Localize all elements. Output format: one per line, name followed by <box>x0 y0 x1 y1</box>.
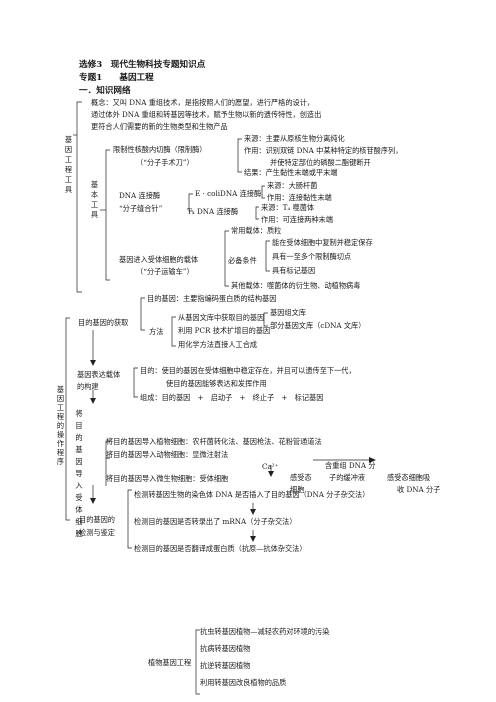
doc-title: 选修3 现代生物科技专题知识点 <box>79 60 206 70</box>
build-name-2: 的构建 <box>77 382 99 391</box>
intro-micro: 将目的基因导入微生物细胞：受体细胞 <box>106 474 229 483</box>
vector-cond-3: 具有标记基因 <box>272 266 316 275</box>
detect-name-2: 检测与鉴定 <box>79 528 115 537</box>
vector-cond-2: 具有一至多个限制酶切点 <box>272 252 352 261</box>
vector-cond-1: 能在受体细胞中复制并稳定保存 <box>272 238 373 247</box>
detect-2: 检测目的基因是否转录出了 mRNA（分子杂交法） <box>134 517 297 526</box>
vector-other: 其他载体：噬菌体的衍生物、动植物病毒 <box>231 281 361 290</box>
plant-app-4: 利用转基因改良植物的品质 <box>200 678 287 687</box>
concept-line-3: 更符合人们需要的新的生物类型和生物产品 <box>91 122 228 131</box>
build-name-1: 基因表达载体 <box>77 370 121 379</box>
t4-action: 作用：可连接两种末端 <box>261 215 333 224</box>
basic-tools-label: 基本工具 <box>90 180 99 219</box>
ligase-alias: “分子缝合针” <box>119 204 163 213</box>
target-gene-def: 目的基因：主要指编码蛋白质的结构基因 <box>147 294 277 303</box>
absorb-2: 收 DNA 分子 <box>397 485 441 494</box>
method-2: 利用 PCR 技术扩增目的基因 <box>178 326 271 335</box>
t4-source: 来源：T₄ 噬菌体 <box>261 203 315 212</box>
enzyme-result: 结果：产生黏性末端或平末端 <box>244 168 338 177</box>
competent-2: 细胞 <box>290 485 305 494</box>
side-label-tools: 基因工程工具 <box>64 135 73 194</box>
vector-common: 常用载体：质粒 <box>231 226 282 235</box>
topic-heading: 专题1 基因工程 <box>79 73 154 83</box>
vector-alias: （“分子运输车”） <box>136 267 194 276</box>
concept-line-2: 通过体外 DNA 重组和转基因等技术，赋予生物以新的遗传特性，创造出 <box>91 110 322 119</box>
section-heading: 一．知识网络 <box>79 86 131 96</box>
method-label: 方法 <box>149 327 164 336</box>
plant-app-2: 抗病转基因植物 <box>200 644 251 653</box>
calcium-label: Ca²⁺ <box>262 462 279 471</box>
ecoli-ligase: E · coliDNA 连接酶 <box>195 189 262 198</box>
vector-cond-label: 必备条件 <box>228 256 257 265</box>
enzyme-action-1: 作用：识别双链 DNA 中某种特定的核苷酸序列， <box>244 146 403 155</box>
recomb-2: 子的缓冲液 <box>329 473 365 482</box>
enzyme-action-2: 并使特定部位的磷酸二酯键断开 <box>270 158 371 167</box>
library-1: 基因组文库 <box>270 308 306 317</box>
recomb-1: 含重组 DNA 分 <box>325 461 376 470</box>
detect-1: 检测转基因生物的染色体 DNA 是否插入了目的基因（DNA 分子杂交法） <box>134 490 370 499</box>
t4-ligase: T₄ DNA 连接酶 <box>187 207 239 216</box>
build-purpose-1: 目的：使目的基因在受体细胞中稳定存在，并且可以遗传至下一代， <box>140 366 356 375</box>
build-components: 组成：目的基因 + 启动子 + 终止子 + 标记基因 <box>140 393 324 402</box>
acquisition-name: 目的基因的获取 <box>78 318 129 327</box>
plant-app-1: 抗虫转基因植物—减轻农药对环境的污染 <box>200 627 330 636</box>
detect-name-1: 目的基因的 <box>79 515 115 524</box>
intro-name: 将目的基因导入受体细胞 <box>75 409 83 538</box>
method-3: 用化学方法直接人工合成 <box>178 340 258 349</box>
enzyme-alias: （“分子手术刀”） <box>136 158 194 167</box>
enzyme-source: 来源：主要从原核生物分离纯化 <box>244 134 345 143</box>
ecoli-action: 作用：连接黏性末端 <box>267 193 332 202</box>
ligase-name: DNA 连接酶 <box>119 191 161 200</box>
detect-3: 检测目的基因是否翻译成蛋白质（抗原—抗体杂交法） <box>134 544 307 553</box>
plant-app-3: 抗逆转基因植物 <box>200 661 251 670</box>
build-purpose-2: 使目的基因能够表达和发挥作用 <box>166 379 267 388</box>
method-1: 从基因文库中获取目的基因 <box>178 313 265 322</box>
vector-name: 基因进入受体细胞的载体 <box>119 255 199 264</box>
intro-plant: 将目的基因导入植物细胞：农杆菌转化法、基因枪法、花粉管通道法 <box>106 437 322 446</box>
library-2: 部分基因文库（cDNA 文库） <box>270 321 366 330</box>
intro-animal: 将目的基因导入动物细胞：显微注射法 <box>106 450 229 459</box>
enzyme-name: 限制性核酸内切酶（限制酶） <box>113 145 207 154</box>
ecoli-source: 来源：大肠杆菌 <box>267 181 318 190</box>
absorb-1: 感受态细胞吸 <box>387 473 431 482</box>
plant-ge-name: 植物基因工程 <box>148 658 192 667</box>
competent-1: 感受态 <box>290 473 312 482</box>
concept-line-1: 概念：又叫 DNA 重组技术，是指按照人们的愿望，进行严格的设计， <box>91 98 315 107</box>
side-label-procedure: 基因工程的操作程序 <box>56 385 65 466</box>
